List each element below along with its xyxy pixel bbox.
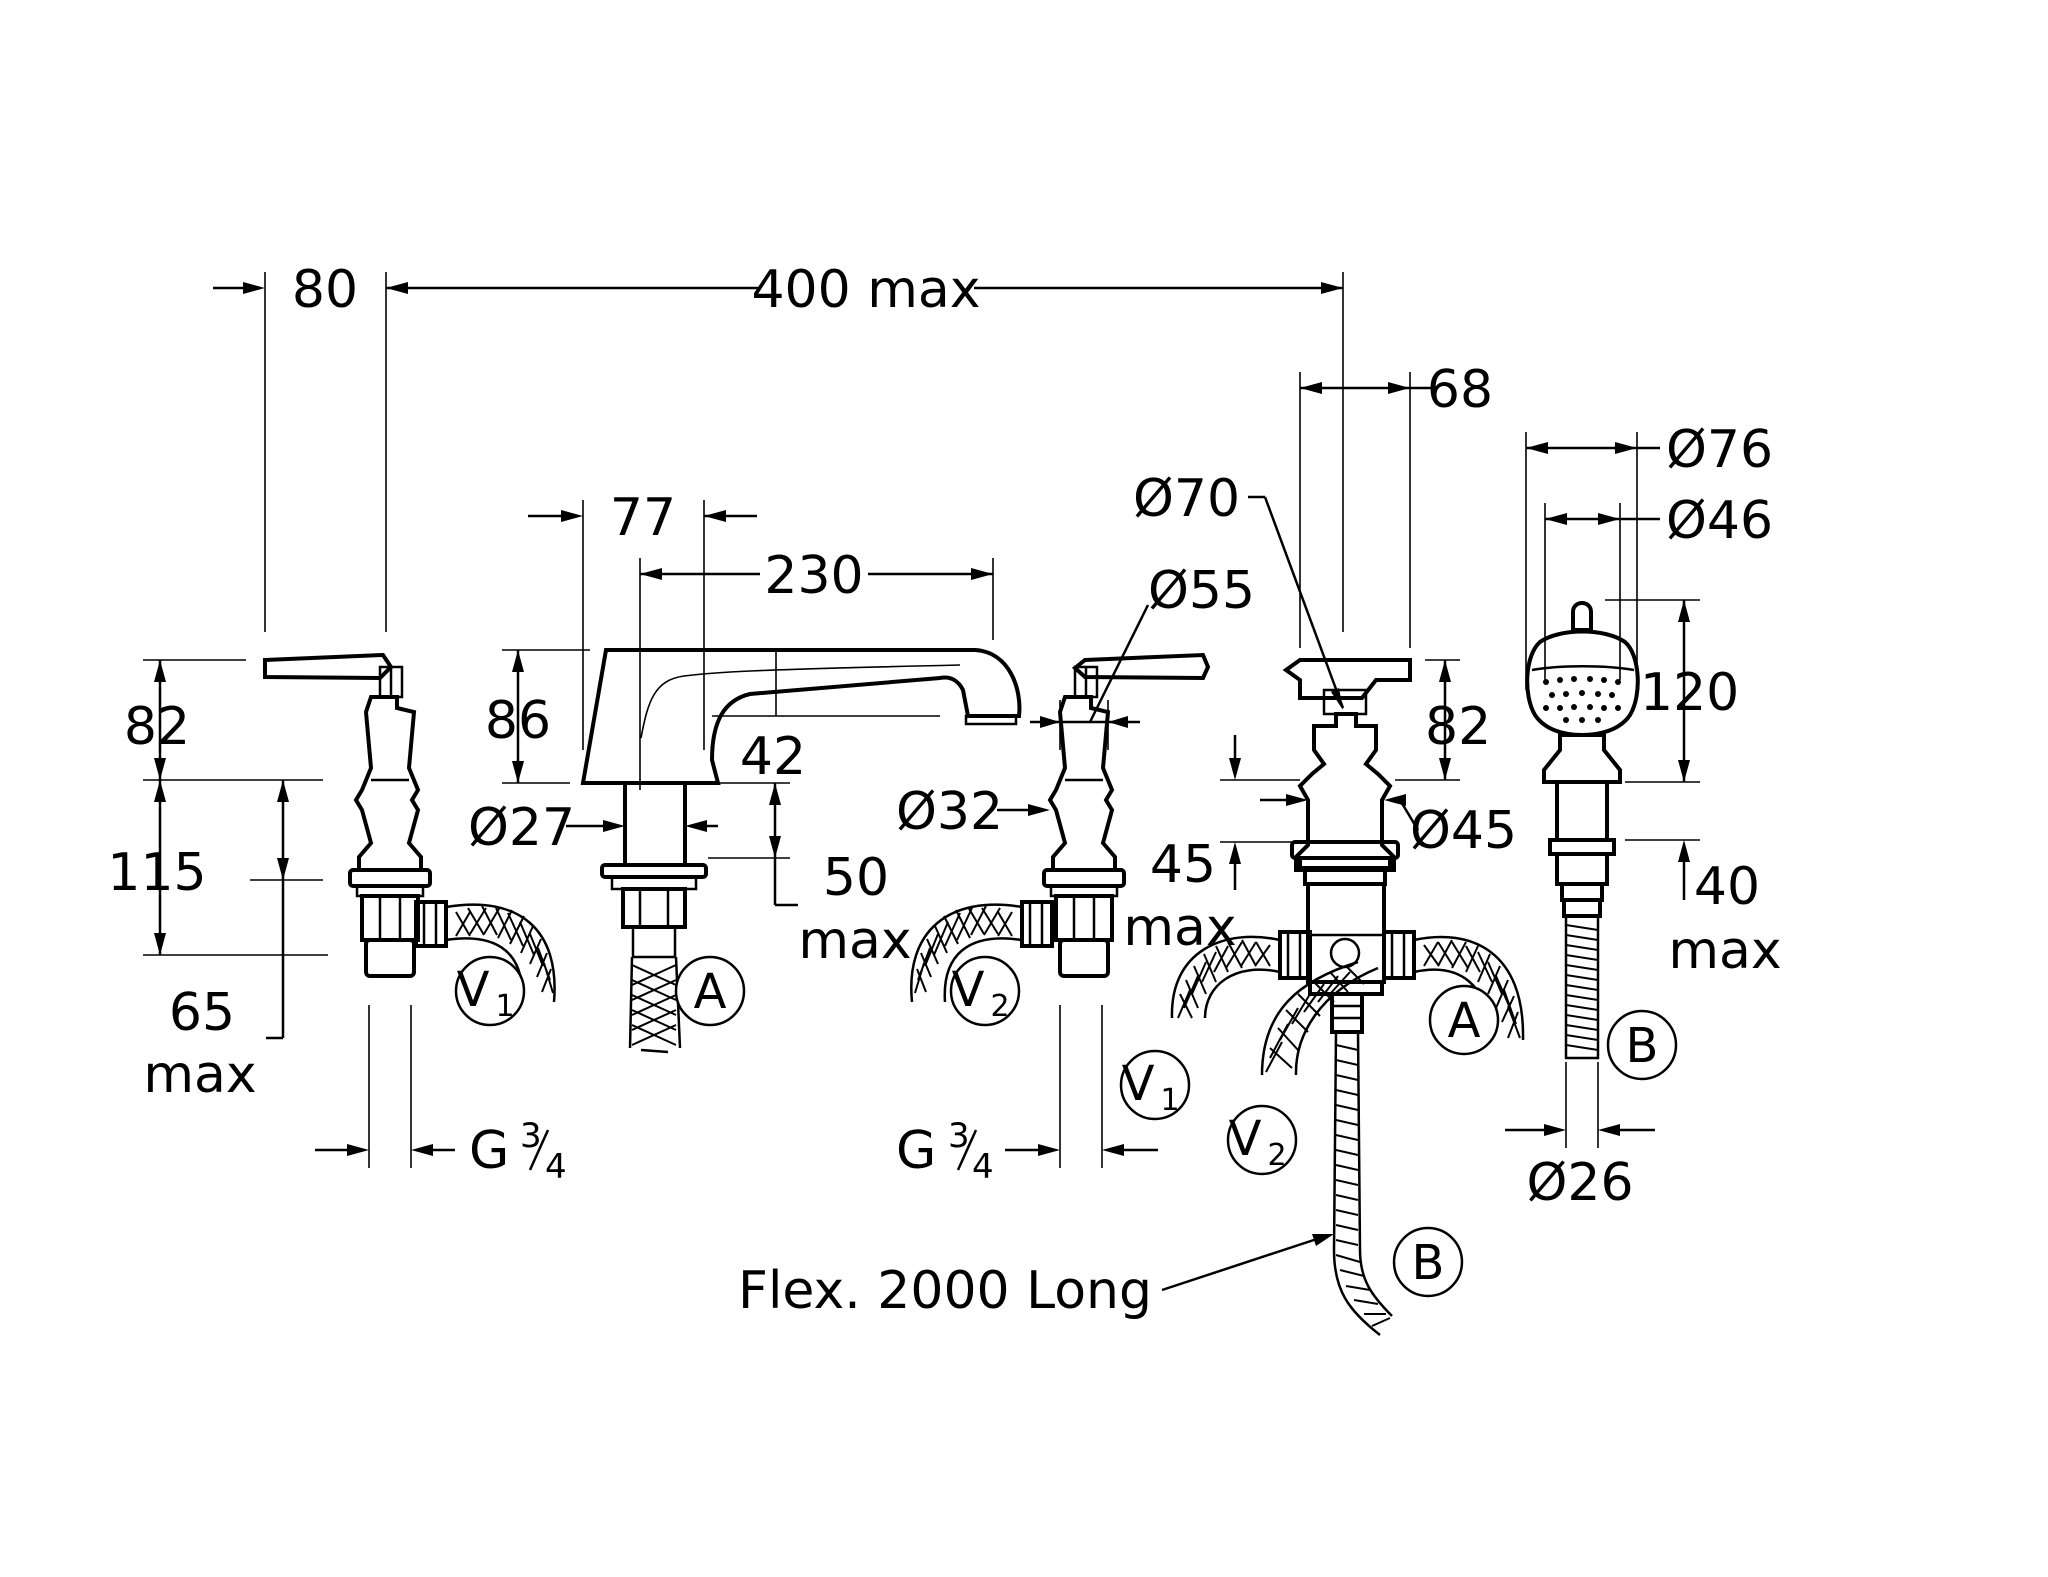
diverter-handle-width-dimension: 68: [1427, 360, 1493, 420]
a-label-diverter: A: [1428, 984, 1500, 1056]
thread-size-right-letter: G: [896, 1121, 936, 1181]
hand-shower: [1525, 601, 1640, 1060]
diverter-valve: [1170, 658, 1525, 1336]
v1-index: 1: [495, 989, 514, 1024]
thread-size-left-letter: G: [469, 1121, 509, 1181]
right-lever-valve: [910, 652, 1211, 1003]
shower-face-holes: [1543, 676, 1621, 723]
diverter-rosette-dia-dimension: Ø70: [1133, 469, 1240, 529]
spout-projection-dimension: 230: [764, 546, 863, 606]
handshower-face-dia-dimension: Ø46: [1666, 491, 1773, 551]
b-letter-handshower: B: [1626, 1018, 1659, 1074]
spout-mount-length-unit: max: [798, 911, 911, 971]
hose-dia-dimension: Ø26: [1526, 1153, 1633, 1213]
handle-spacing-dimension: 80: [292, 260, 358, 320]
v2-label-diverter: V 2: [1226, 1104, 1298, 1176]
spout-mount-length-dimension: 50: [823, 848, 889, 908]
a-letter-spout: A: [694, 964, 727, 1020]
diverter-dimensions: 68 Ø70 82 Ø45 45 max: [1123, 360, 1517, 958]
handshower-head-dia-dimension: Ø76: [1666, 420, 1773, 480]
b-label-diverter: B: [1392, 1226, 1464, 1298]
diverter-mount-length-unit: max: [1123, 898, 1236, 958]
flex-hose-note: Flex. 2000 Long: [738, 1261, 1152, 1321]
diverter-body-dia-dimension: Ø45: [1410, 801, 1517, 861]
spout-height-dimension: 86: [485, 691, 551, 751]
holder-mount-length-unit: max: [1668, 921, 1781, 981]
spout-outlet-dimension: 42: [740, 727, 806, 787]
v2-index-diverter: 2: [1267, 1138, 1286, 1173]
spout-dimensions: 77 230 42 86 Ø27 50 max: [468, 488, 994, 971]
shaft-dia-dimension: Ø55: [1148, 561, 1255, 621]
left-valve-dimensions: 82 115 65 max G 3 4: [107, 659, 567, 1187]
valve-mount-length-dimension: 65: [169, 983, 235, 1043]
v2-label-right-valve: V 2: [949, 955, 1021, 1027]
diverter-mount-length-dimension: 45: [1150, 835, 1216, 895]
v2-letter-diverter: V: [1229, 1111, 1262, 1167]
handshower-length-dimension: 120: [1640, 663, 1739, 723]
top-dimensions: 80 400 max: [213, 260, 1344, 632]
a-label-spout: A: [674, 955, 746, 1027]
overall-width-dimension: 400 max: [751, 260, 980, 320]
spout-body-dia-dimension: Ø27: [468, 798, 575, 858]
v1-letter: V: [457, 962, 490, 1018]
a-letter-diverter: A: [1448, 993, 1481, 1049]
diverter-handle-height-dimension: 82: [1425, 697, 1491, 757]
left-lever-valve: [263, 652, 556, 1003]
thread-size-right-numerator: 3: [948, 1116, 970, 1156]
v1-letter-diverter: V: [1122, 1056, 1155, 1112]
lever-height-dimension: 82: [124, 697, 190, 757]
bath-spout: [580, 648, 1022, 1054]
lever-base-dia-dimension: Ø32: [896, 782, 1003, 842]
holder-mount-length-dimension: 40: [1694, 857, 1760, 917]
hand-shower-dimensions: Ø76 Ø46 120 40 max Ø26: [1505, 420, 1782, 1213]
b-label-handshower: B: [1606, 1009, 1678, 1081]
valve-body-length-dimension: 115: [107, 843, 206, 903]
v2-index: 2: [990, 989, 1009, 1024]
thread-size-left-denominator: 4: [545, 1147, 567, 1187]
v1-label-diverter: V 1: [1119, 1049, 1191, 1121]
thread-size-right-denominator: 4: [972, 1147, 994, 1187]
flex-hose-callout: Flex. 2000 Long: [738, 1234, 1334, 1321]
right-valve-dimensions: Ø55 Ø32 G 3 4: [896, 561, 1255, 1187]
thread-size-left-numerator: 3: [520, 1116, 542, 1156]
valve-mount-length-unit: max: [143, 1045, 256, 1105]
spout-base-width-dimension: 77: [610, 488, 676, 548]
b-letter-diverter: B: [1412, 1235, 1445, 1291]
v1-label-left: V 1: [454, 955, 526, 1027]
v1-index-diverter: 1: [1160, 1083, 1179, 1118]
v2-letter: V: [952, 962, 985, 1018]
